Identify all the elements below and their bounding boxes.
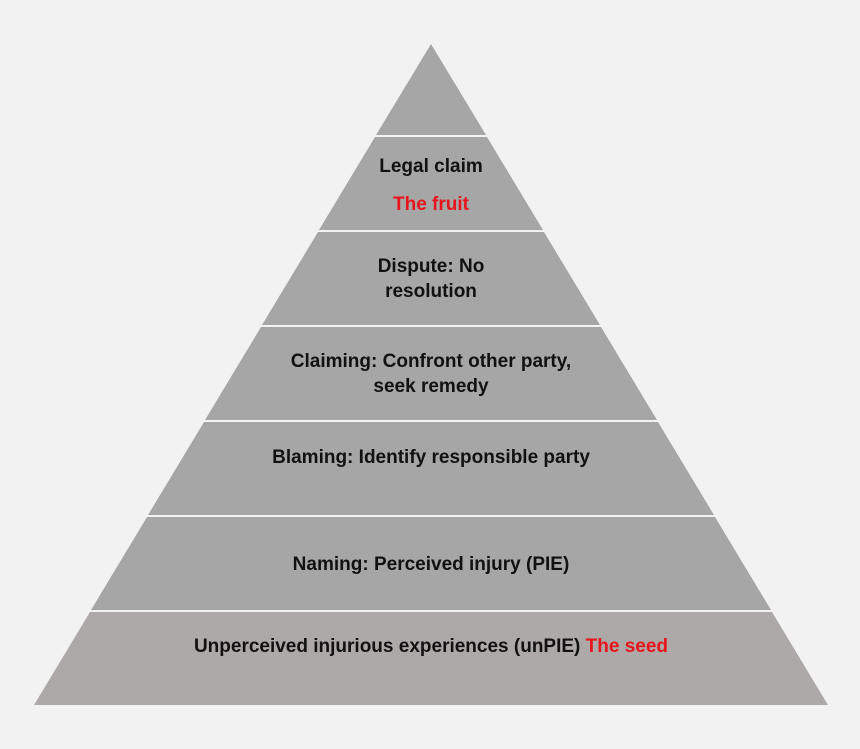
tier-text: Legal claim [379,156,483,177]
tier-text: Dispute: No resolution [377,256,485,302]
tier-text: Unperceived injurious experiences (unPIE… [193,636,581,657]
tier-label-dispute: Dispute: No resolution [341,254,521,304]
pyramid-tier-unperceived [34,612,828,705]
pyramid-tier-dispute [262,232,600,325]
pyramid-tier-blaming [148,422,714,515]
pyramid-tier-claiming [205,327,657,420]
pyramid-tier-naming [91,517,771,610]
pyramid-tier-legal-claim [319,137,543,230]
tier-label-unperceived: Unperceived injurious experiences (unPIE… [171,634,691,659]
tier-accent-text: The fruit [393,194,469,215]
tier-text: Blaming: Identify responsible party [272,447,590,468]
tier-text: Claiming: Confront other party, seek rem… [290,351,572,397]
tier-text: Naming: Perceived injury (PIE) [292,554,570,575]
pyramid-tier-apex [376,44,486,135]
tier-label-legal-claim: Legal claim The fruit [331,154,531,217]
tier-label-naming: Naming: Perceived injury (PIE) [231,552,631,577]
tier-accent-text: The seed [585,636,669,657]
tier-label-claiming: Claiming: Confront other party, seek rem… [286,349,576,399]
tier-label-blaming: Blaming: Identify responsible party [266,445,596,470]
